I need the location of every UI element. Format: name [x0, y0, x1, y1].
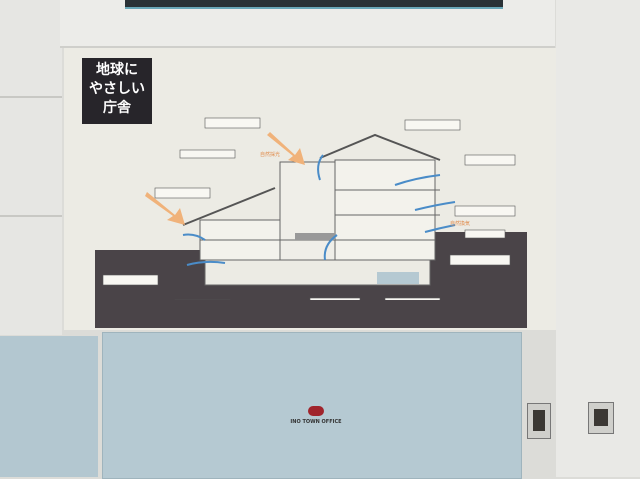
callout-boxes: [102, 117, 516, 300]
natural-ventilation-label: 自然換気: [450, 221, 471, 227]
title-line: やさしい: [89, 81, 145, 97]
wall-right: [556, 0, 640, 477]
wall-switch: [588, 402, 614, 434]
town-logo-icon: [308, 406, 324, 416]
airflow-arrows: [182, 154, 456, 266]
sunlight-arrow: [145, 192, 185, 225]
logo-text: INO TOWN OFFICE: [290, 419, 342, 425]
power-outlet: [527, 403, 551, 439]
panel-title: 地球に やさしい 庁舎: [82, 58, 152, 124]
title-line: 地球に: [96, 62, 138, 78]
building-cross-section-diagram: [102, 117, 516, 300]
glass-panel: [102, 332, 522, 479]
wall-tiles-left: [0, 0, 62, 335]
title-line: 庁舎: [103, 100, 131, 116]
display-screen-edge: [125, 0, 503, 9]
glass-panel-left: [0, 336, 98, 477]
natural-light-label: 自然採光: [260, 152, 281, 158]
sunlight-arrow: [267, 132, 305, 165]
